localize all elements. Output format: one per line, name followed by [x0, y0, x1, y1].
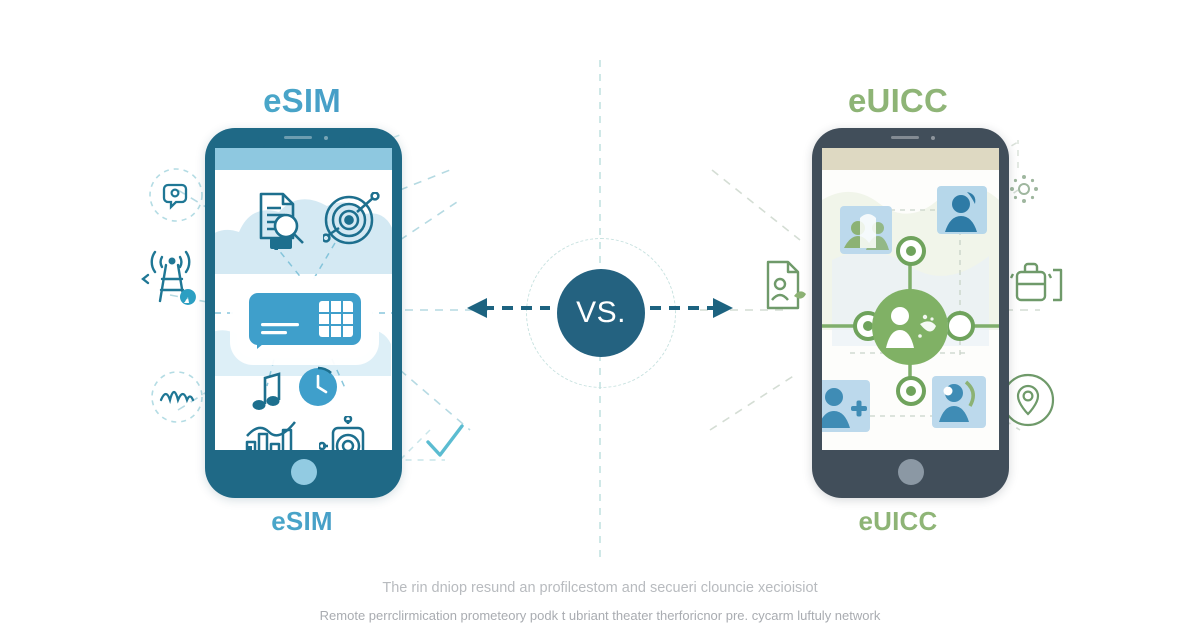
node-ring-icon-top — [896, 236, 926, 266]
phone-right-home-button[interactable] — [897, 459, 924, 485]
vs-badge: VS. — [557, 269, 645, 357]
title-esim-top: eSIM — [0, 82, 604, 120]
phone-right-status-strip — [822, 148, 999, 170]
phone-left-status-strip — [215, 148, 392, 170]
antenna-tower-icon — [141, 250, 196, 305]
user-profile-green-glyph — [844, 214, 889, 250]
phone-right-screen — [822, 148, 999, 450]
fingerprint-scan-icon — [323, 192, 380, 245]
music-note-icon — [252, 372, 281, 410]
user-sync-glyph — [939, 380, 975, 422]
phone-left-inner-lines — [215, 242, 392, 389]
clock-icon — [299, 366, 337, 406]
phone-left-home-button[interactable] — [290, 459, 317, 485]
location-pin-circle-icon — [149, 168, 203, 222]
node-ring-icon-bottom — [896, 376, 926, 406]
camera-icon — [930, 136, 935, 140]
arrow-left-icon — [467, 298, 550, 318]
vs-label: VS. — [576, 296, 626, 329]
sim-card-icon — [249, 293, 361, 349]
settings-dots-icon — [1010, 175, 1038, 203]
vs-dashed-ring — [526, 238, 676, 388]
bar-chart-icon — [245, 421, 296, 450]
phone-left — [205, 128, 402, 498]
user-profile-blue-glyph — [945, 192, 977, 232]
caption-line-1: The rin dniop resund an profilcestom and… — [382, 580, 818, 596]
camera-icon — [323, 136, 328, 140]
phone-left-notch — [257, 128, 350, 148]
document-profile-icon — [766, 260, 806, 310]
document-search-icon — [259, 192, 304, 250]
secure-lock-icon — [319, 416, 365, 450]
arrow-right-icon — [650, 298, 733, 318]
title-euicc-bottom: eUICC — [596, 506, 1200, 537]
speaker-icon — [283, 136, 312, 139]
speaker-icon — [890, 136, 919, 139]
phone-left-screen — [215, 148, 392, 450]
check-mark-icon — [426, 424, 464, 457]
profile-hub-icon — [872, 289, 948, 365]
title-euicc-top: eUICC — [596, 82, 1200, 120]
title-esim-bottom: eSIM — [0, 506, 604, 537]
signal-wave-circle-icon — [151, 371, 203, 423]
phone-right-notch — [864, 128, 957, 148]
phone-right — [812, 128, 1009, 498]
caption-line-2: Remote perrclirmication prometeory podk … — [319, 608, 881, 623]
add-user-glyph — [822, 388, 867, 428]
